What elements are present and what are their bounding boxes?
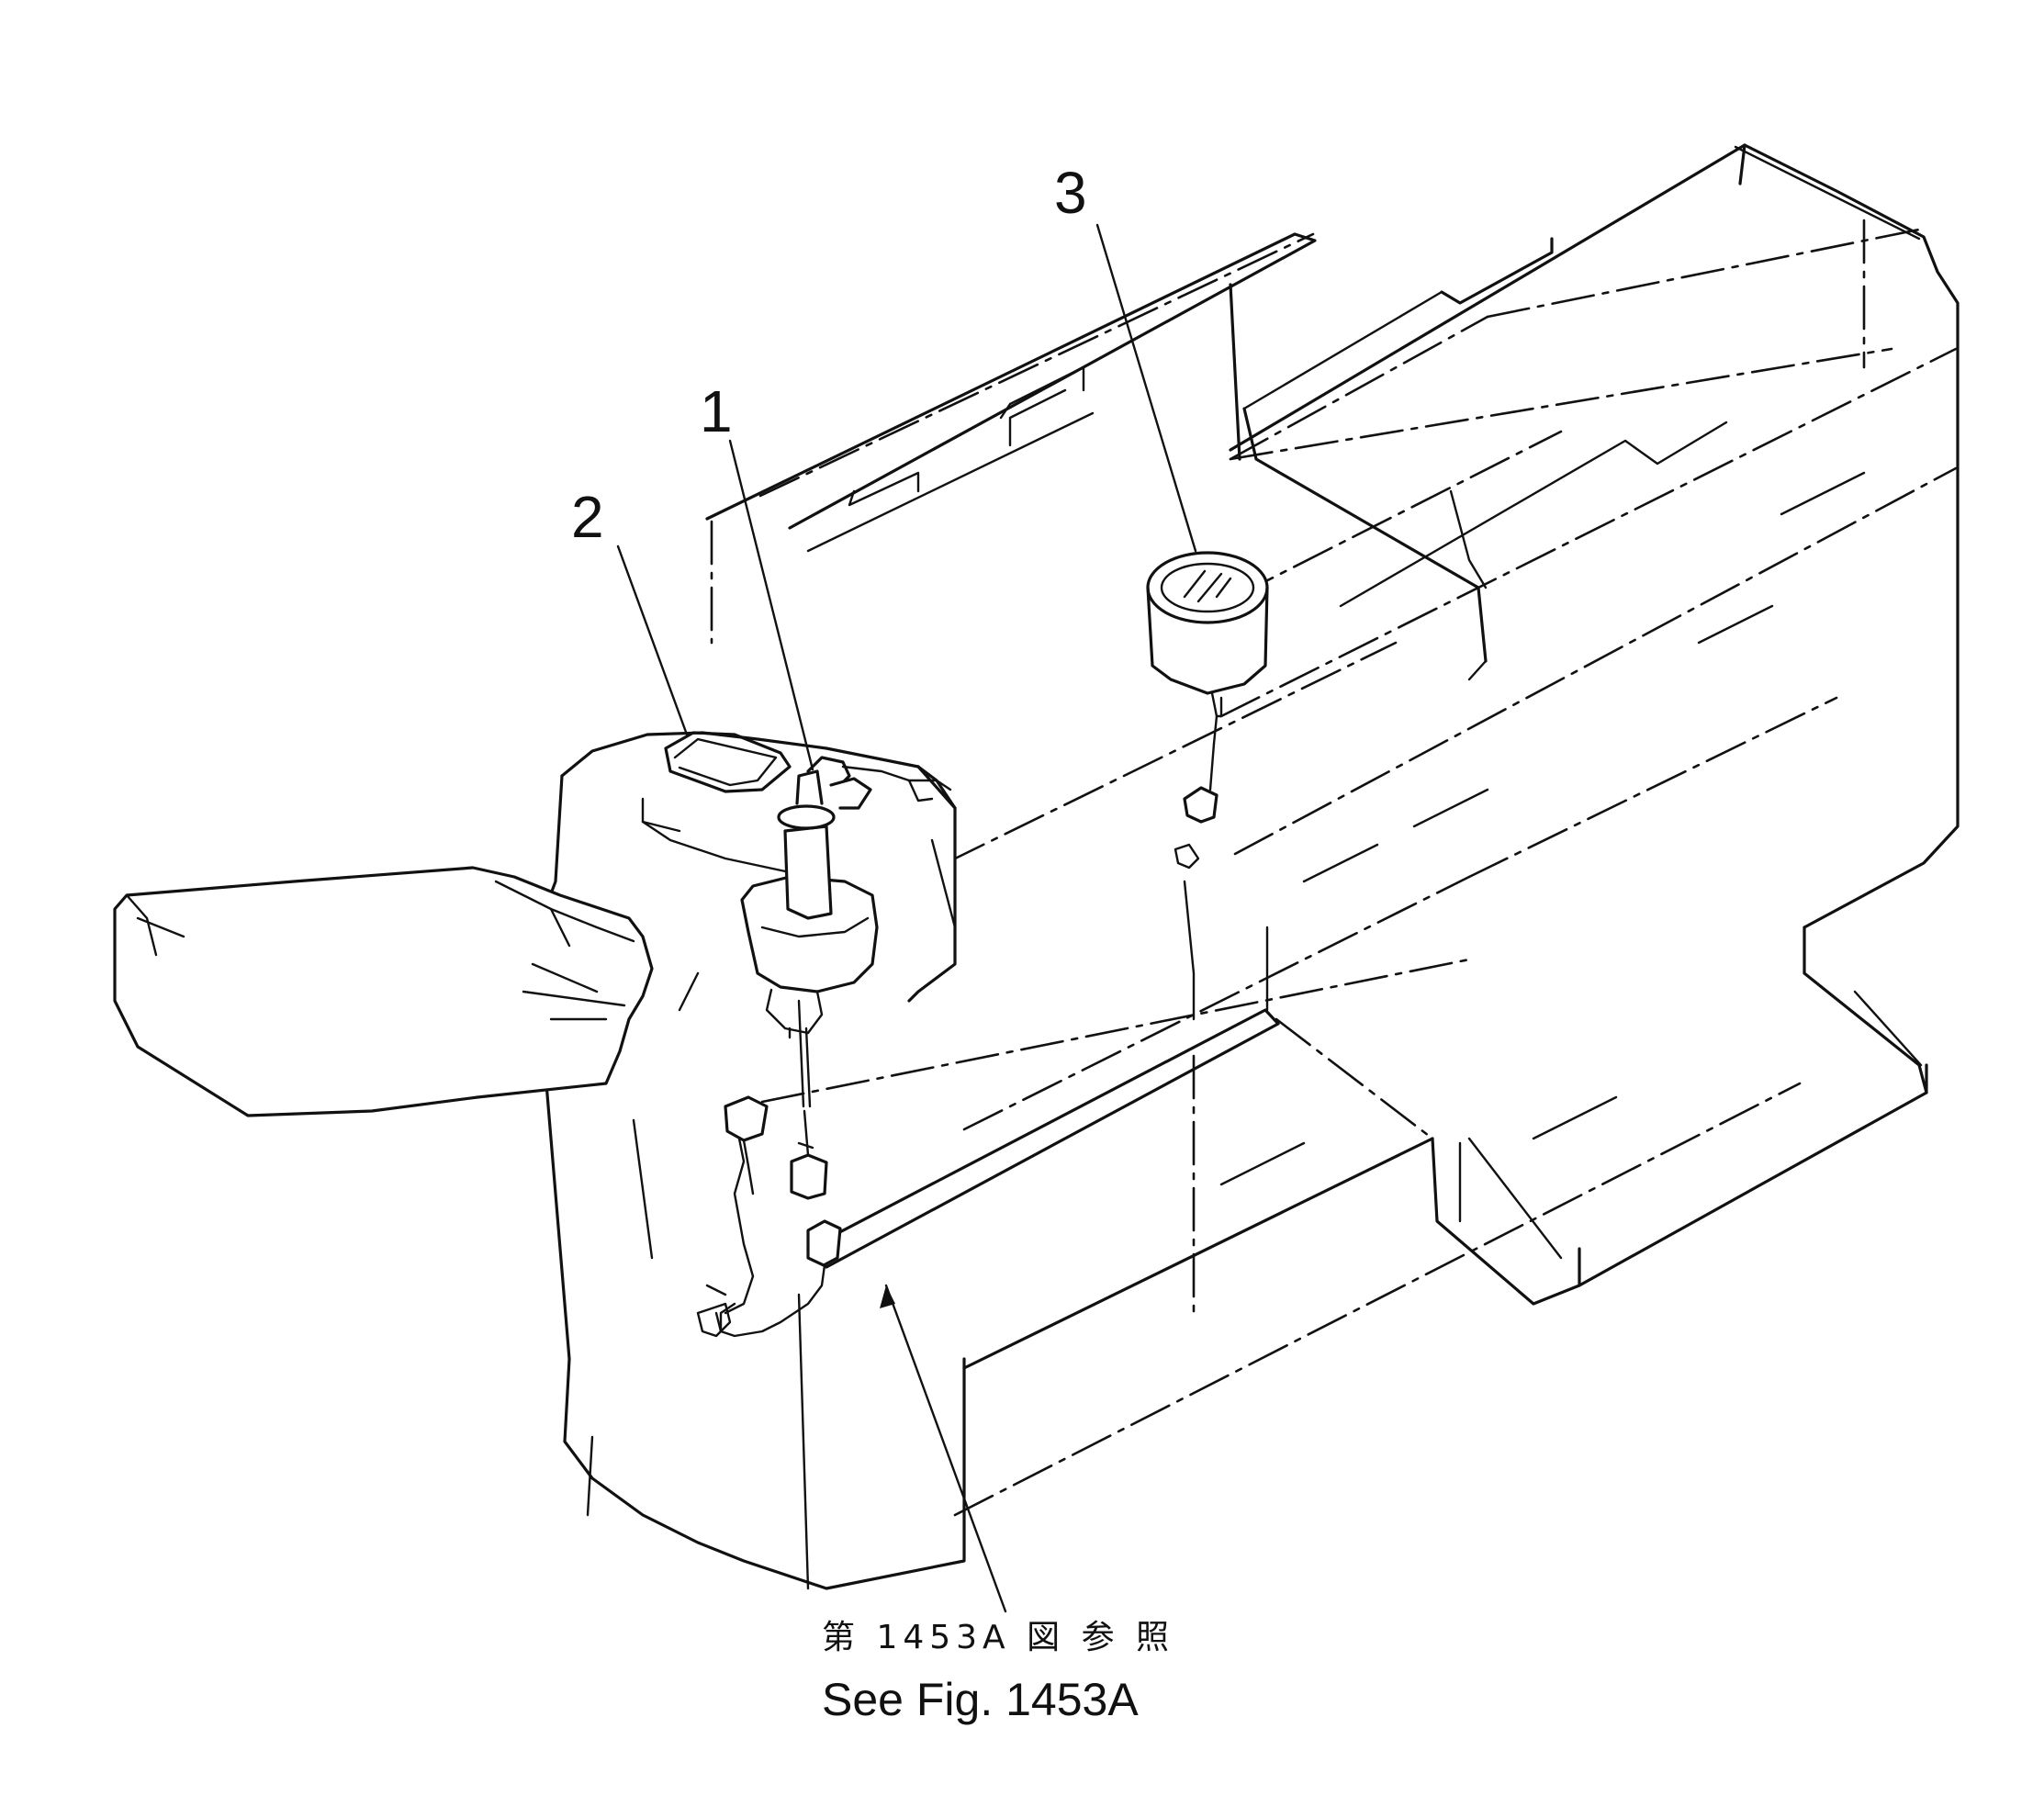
reference-english: See Fig. 1453A [822, 1674, 1139, 1725]
rear-console-body [705, 143, 1960, 1370]
hour-meter-gauge [1146, 551, 1269, 1021]
callout-2: 2 [571, 484, 604, 550]
reference-japanese: 第 1453A 図 参 照 [822, 1619, 1174, 1656]
callout-1: 1 [700, 378, 733, 444]
leader-line-1 [728, 439, 814, 771]
front-control-box [540, 731, 966, 1590]
armrest [113, 866, 654, 1117]
leader-lines [616, 223, 1197, 1613]
leader-line-2 [616, 544, 689, 736]
wire-harness [696, 1095, 842, 1338]
key-switch [740, 756, 952, 1200]
callout-3: 3 [1054, 160, 1087, 226]
leader-line-3 [1095, 223, 1197, 553]
phantom-lines [710, 219, 1958, 1517]
arrowhead [880, 1285, 895, 1308]
leader-line-ref [884, 1284, 1007, 1613]
